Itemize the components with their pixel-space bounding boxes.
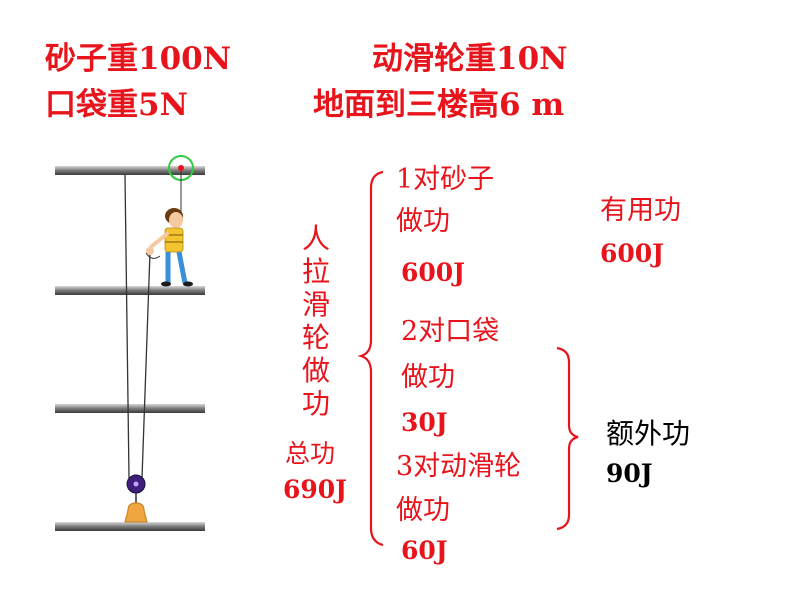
item-bag-label: 2对口袋 <box>401 316 500 347</box>
item-sand-work: 做功 <box>396 206 450 237</box>
item-sand-value: 600J <box>401 258 466 287</box>
sand-weight: 砂子重100N <box>45 41 232 77</box>
rope-right <box>141 251 151 479</box>
bag-weight: 口袋重5N <box>45 87 188 123</box>
total-char: 轮 <box>301 321 330 354</box>
total-char: 功 <box>301 387 330 420</box>
ground <box>55 522 205 531</box>
item-bag-work: 做功 <box>401 362 455 393</box>
floor-2 <box>55 286 205 295</box>
total-brace <box>357 170 384 547</box>
floor-3 <box>55 166 205 175</box>
total-label: 总功 <box>285 439 336 468</box>
useful-value: 600J <box>600 239 665 268</box>
person <box>145 208 193 287</box>
item-pulley-value: 60J <box>401 536 448 565</box>
height: 地面到三楼高6 m <box>313 87 565 123</box>
total-value: 690J <box>283 475 348 504</box>
movable-pulley <box>126 474 146 503</box>
item-pulley-work: 做功 <box>396 495 450 526</box>
item-sand-label: 1对砂子 <box>396 164 495 195</box>
anchor-point <box>178 165 184 171</box>
extra-label: 额外功 <box>606 417 691 450</box>
total-char: 拉 <box>301 255 330 288</box>
floor-1 <box>55 404 205 413</box>
total-char: 滑 <box>301 288 330 321</box>
item-bag-value: 30J <box>401 408 448 437</box>
extra-value: 90J <box>606 459 653 488</box>
item-pulley-label: 3对动滑轮 <box>396 451 522 482</box>
pulley-weight: 动滑轮重10N <box>372 41 568 77</box>
extra-brace <box>556 346 579 531</box>
total-char: 做 <box>301 354 330 387</box>
sand-bag <box>124 502 148 523</box>
total-char: 人 <box>301 222 330 255</box>
rope-left <box>124 174 130 479</box>
total-vertical-label: 人 拉 滑 轮 做 功 <box>301 222 331 420</box>
useful-label: 有用功 <box>600 195 681 226</box>
